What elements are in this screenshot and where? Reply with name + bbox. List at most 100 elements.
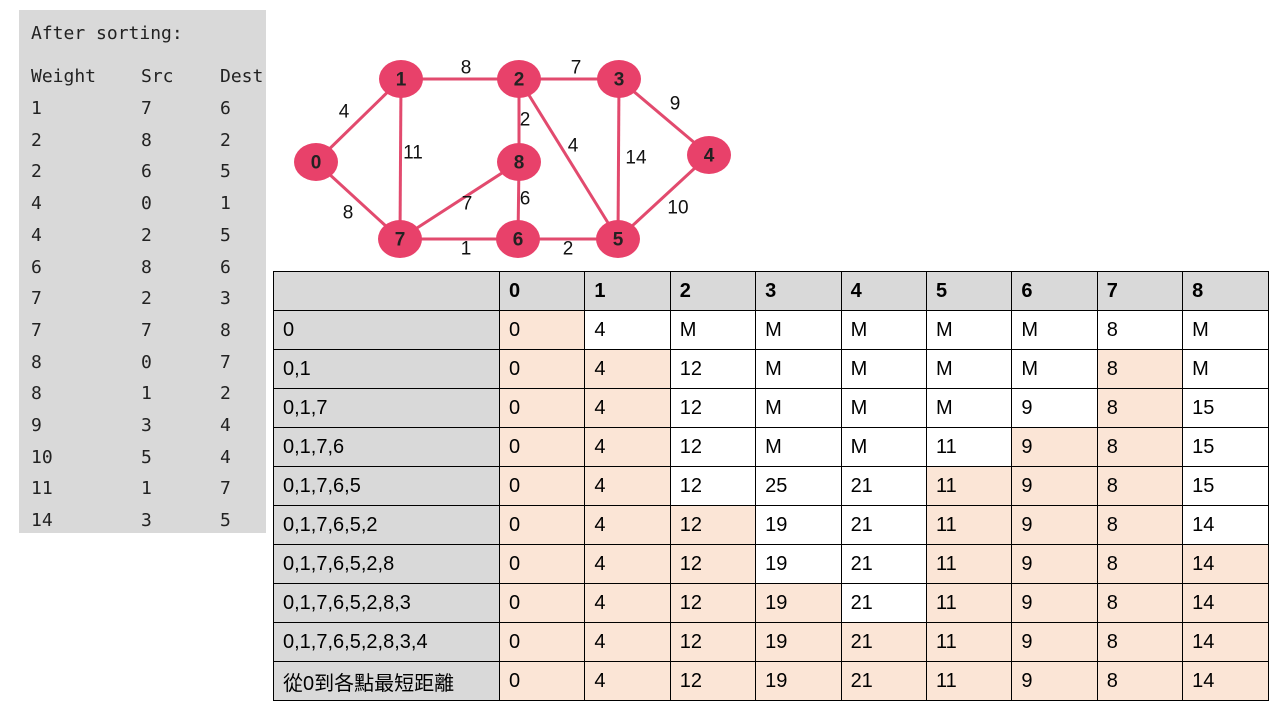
distance-cell: M xyxy=(925,388,1013,428)
distance-cell: 4 xyxy=(584,310,671,350)
distance-cell: 0 xyxy=(498,583,586,623)
node-2 xyxy=(497,60,541,98)
edge-dest: 6 xyxy=(220,256,231,278)
edge-weight: 8 xyxy=(31,383,42,405)
sorted-edges-header: Weight Src Dest xyxy=(31,66,266,98)
distance-cell: 15 xyxy=(1182,388,1269,428)
distance-cell: 21 xyxy=(840,583,927,623)
distance-cell: 12 xyxy=(669,349,757,389)
corner-cell xyxy=(273,271,500,311)
sorted-edge-row: 7 7 8 xyxy=(31,320,266,352)
edge-src: 7 xyxy=(141,319,152,341)
row-label: 0 xyxy=(273,310,500,350)
edge-weight: 11 xyxy=(31,478,53,500)
distance-cell: M xyxy=(840,349,927,389)
edge-weight: 7 xyxy=(31,288,42,310)
edge-dest: 8 xyxy=(220,319,231,341)
edge-src: 1 xyxy=(141,478,152,500)
distance-cell: 12 xyxy=(669,505,757,545)
row-label: 0,1,7,6 xyxy=(273,427,500,467)
edge-3-5 xyxy=(616,78,621,240)
row-label: 0,1,7,6,5,2,8,3 xyxy=(273,583,500,623)
distance-cell: 0 xyxy=(498,349,586,389)
edge-weight-4-5: 10 xyxy=(667,198,688,219)
distance-cell: 4 xyxy=(584,505,671,545)
distance-cell: 19 xyxy=(755,622,842,662)
distance-cell: 12 xyxy=(669,427,757,467)
edge-weight: 9 xyxy=(31,415,42,436)
distance-cell: 4 xyxy=(584,388,671,428)
node-label-6: 6 xyxy=(513,230,524,251)
distance-cell: 19 xyxy=(755,505,842,545)
distance-cell: 12 xyxy=(669,622,757,662)
distance-cell: 8 xyxy=(1096,466,1184,506)
edge-weight: 6 xyxy=(31,256,42,278)
node-label-5: 5 xyxy=(613,230,624,251)
node-label-8: 8 xyxy=(514,153,525,174)
distance-cell: 11 xyxy=(925,427,1013,467)
distance-cell: 9 xyxy=(1011,505,1098,545)
node-label-1: 1 xyxy=(396,70,407,91)
edge-weight-3-5: 14 xyxy=(625,148,647,169)
distance-cell: 0 xyxy=(498,427,586,467)
edge-weight-0-1: 4 xyxy=(339,102,350,123)
distance-cell: 25 xyxy=(755,466,842,506)
node-label-7: 7 xyxy=(395,230,406,251)
distance-cell: 19 xyxy=(755,661,842,701)
edge-src: 0 xyxy=(141,351,152,373)
distance-cell: 14 xyxy=(1182,583,1269,623)
edge-weight-0-7: 8 xyxy=(343,203,354,224)
distance-cell: 12 xyxy=(669,388,757,428)
distance-cell: 14 xyxy=(1182,622,1269,662)
distance-cell: 12 xyxy=(669,661,757,701)
distance-cell: 21 xyxy=(840,466,927,506)
distance-cell: M xyxy=(1011,349,1098,389)
edge-weight: 7 xyxy=(31,319,42,341)
node-5 xyxy=(596,220,640,258)
node-4 xyxy=(687,136,731,174)
edge-dest: 6 xyxy=(220,98,231,119)
distance-cell: 4 xyxy=(584,427,671,467)
distance-cell: 21 xyxy=(840,661,927,701)
edge-src: 8 xyxy=(141,256,152,278)
edge-src: 0 xyxy=(141,193,152,215)
edge-4-5 xyxy=(616,153,711,241)
distance-cell: 9 xyxy=(1011,388,1098,428)
distance-cell: 15 xyxy=(1182,466,1269,506)
edge-weight-2-3: 7 xyxy=(571,58,582,79)
distance-cell: 4 xyxy=(584,544,671,584)
distance-cell: 21 xyxy=(840,505,927,545)
edge-weight-8-6: 6 xyxy=(520,189,531,210)
distance-cell: 9 xyxy=(1011,466,1098,506)
distance-cell: 12 xyxy=(669,544,757,584)
edge-dest: 2 xyxy=(220,383,231,405)
distance-cell: 8 xyxy=(1096,388,1184,428)
edge-src: 8 xyxy=(141,129,152,151)
distance-cell: M xyxy=(1011,310,1098,350)
distance-cell: 0 xyxy=(498,466,586,506)
node-3 xyxy=(597,60,641,98)
distance-cell: 12 xyxy=(669,583,757,623)
distance-cell: M xyxy=(755,349,842,389)
distance-cell: 4 xyxy=(584,583,671,623)
distance-cell: 11 xyxy=(925,466,1013,506)
edge-dest: 1 xyxy=(220,193,231,215)
distance-cell: 0 xyxy=(498,505,586,545)
distance-cell: 11 xyxy=(925,544,1013,584)
node-label-0: 0 xyxy=(311,153,322,174)
node-label-4: 4 xyxy=(704,146,715,167)
distance-cell: 8 xyxy=(1096,427,1184,467)
distance-cell: 19 xyxy=(755,544,842,584)
